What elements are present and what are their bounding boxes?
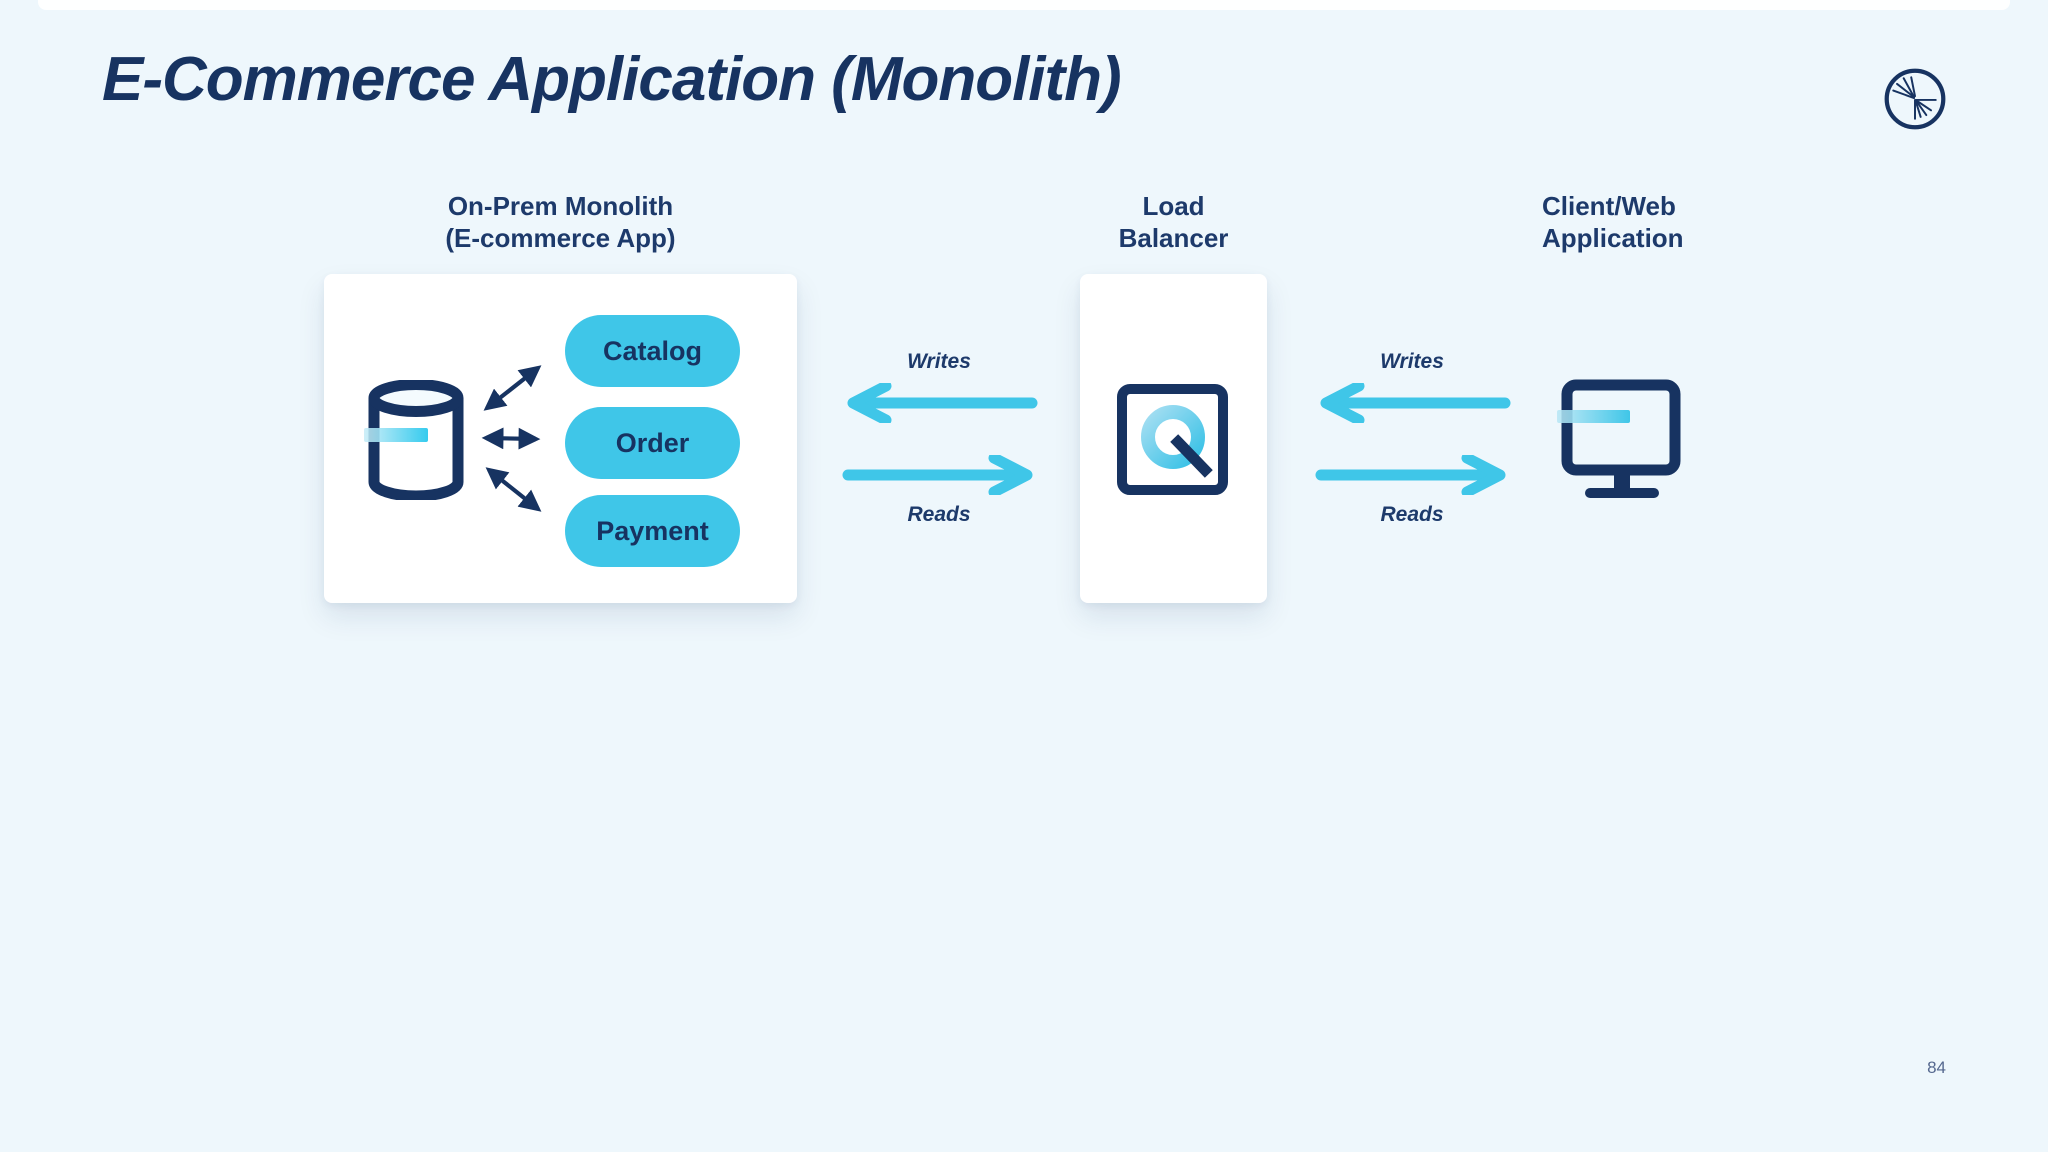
- service-pill-payment: Payment: [565, 495, 740, 567]
- reads-label-monolith-lb: Reads: [907, 503, 971, 526]
- top-edge-strip: [38, 0, 2010, 10]
- writes-label-monolith-lb: Writes: [907, 350, 971, 373]
- service-pill-catalog: Catalog: [565, 315, 740, 387]
- client-label-line2: Application: [1542, 223, 1684, 253]
- page-number: 84: [1927, 1058, 1946, 1077]
- client-section-label: Client/Web Application: [1542, 190, 1802, 254]
- q-ring-load-balancer-icon: [1117, 384, 1228, 495]
- writes-label-lb-client: Writes: [1380, 350, 1444, 373]
- service-pill-order: Order: [565, 407, 740, 479]
- confluent-starburst-icon: [1884, 68, 1946, 130]
- reads-label-lb-client: Reads: [1380, 503, 1444, 526]
- monitor-highlight-stripe: [1557, 410, 1630, 423]
- load-balancer-label-line2: Balancer: [1118, 223, 1229, 253]
- monolith-section-label: On-Prem Monolith (E-commerce App): [324, 190, 797, 254]
- bidirectional-arrows-icon: [481, 365, 542, 512]
- load-balancer-label-line1: Load: [1142, 191, 1205, 221]
- writes-arrow-left-lb-client: [1320, 383, 1511, 423]
- load-balancer-section-label: Load Balancer: [1080, 190, 1267, 254]
- desktop-monitor-icon: [1561, 379, 1681, 498]
- reads-arrow-right-monolith-lb: [842, 455, 1033, 495]
- monolith-label-line1: On-Prem Monolith: [447, 191, 674, 221]
- load-balancer-card: [1080, 274, 1267, 603]
- page-title: E-Commerce Application (Monolith): [102, 45, 1122, 114]
- database-cylinder-icon: [368, 380, 464, 500]
- reads-arrow-right-lb-client: [1315, 455, 1506, 495]
- monolith-card: Catalog Order Payment: [324, 274, 797, 603]
- database-highlight-stripe: [364, 428, 428, 442]
- client-label-line1: Client/Web: [1542, 191, 1676, 221]
- monolith-label-line2: (E-commerce App): [445, 223, 676, 253]
- writes-arrow-left-monolith-lb: [847, 383, 1038, 423]
